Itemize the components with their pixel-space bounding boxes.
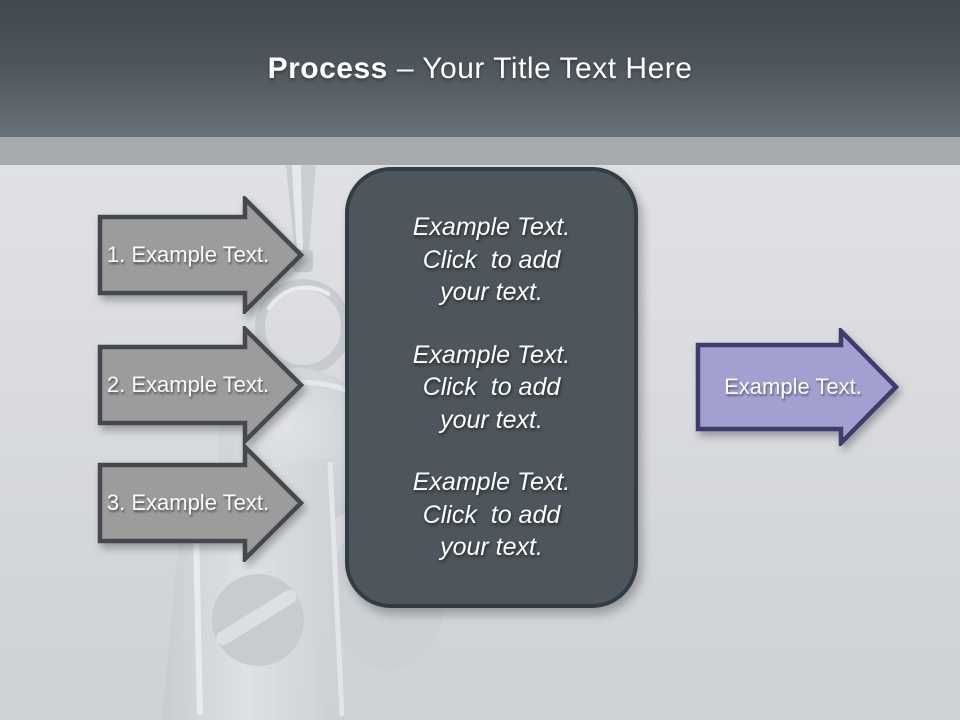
slide-title-keyword: Process <box>267 51 388 85</box>
arrow-right-shape <box>97 444 305 562</box>
step-arrow-3[interactable]: 3. Example Text. <box>97 444 305 562</box>
arrow-right-shape <box>97 196 305 314</box>
placeholder-text-block-1[interactable]: Example Text. Click to add your text. <box>412 213 571 307</box>
step-arrow-label[interactable]: 1. Example Text. <box>106 242 270 267</box>
slide-title[interactable]: Process– Your Title Text Here <box>268 52 693 86</box>
step-arrow-2[interactable]: 2. Example Text. <box>97 326 305 444</box>
step-arrow-1[interactable]: 1. Example Text. <box>97 196 305 314</box>
slide-title-placeholder: – Your Title Text Here <box>396 51 693 85</box>
arrow-right-shape <box>695 328 899 446</box>
output-arrow-label[interactable]: Example Text. <box>724 374 862 399</box>
step-arrow-label[interactable]: 2. Example Text. <box>106 372 270 397</box>
output-arrow[interactable]: Example Text. <box>695 328 899 446</box>
photo-band <box>0 137 960 165</box>
arrow-right-shape <box>97 326 305 444</box>
content-panel[interactable]: Example Text. Click to add your text. Ex… <box>345 167 638 608</box>
step-arrow-label[interactable]: 3. Example Text. <box>106 490 270 515</box>
placeholder-text-block-2[interactable]: Example Text. Click to add your text. <box>412 340 571 434</box>
placeholder-text-block-3[interactable]: Example Text. Click to add your text. <box>412 468 571 562</box>
header-bar: Process– Your Title Text Here <box>0 0 960 137</box>
